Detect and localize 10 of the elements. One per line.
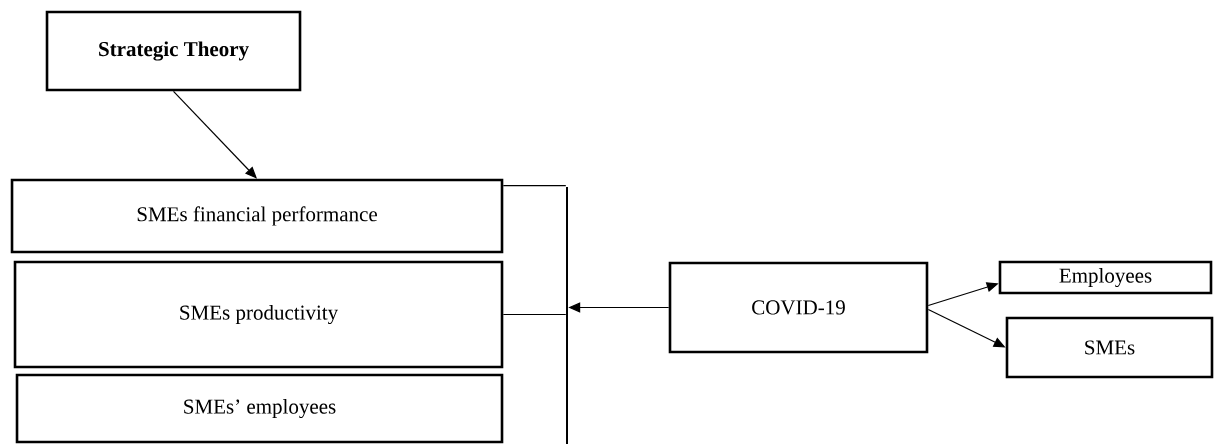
connector-line <box>502 313 567 316</box>
text-box: Strategic Theory <box>45 10 302 92</box>
text-box: Employees <box>998 260 1213 295</box>
arrow <box>172 90 257 179</box>
text-box: COVID-19 <box>668 261 929 354</box>
text-box: SMEs <box>1005 316 1214 379</box>
text-box: SMEs’ employees <box>15 373 504 444</box>
text-box: SMEs financial performance <box>10 178 504 254</box>
text-box: SMEs productivity <box>13 260 504 369</box>
connector-line <box>502 185 567 187</box>
